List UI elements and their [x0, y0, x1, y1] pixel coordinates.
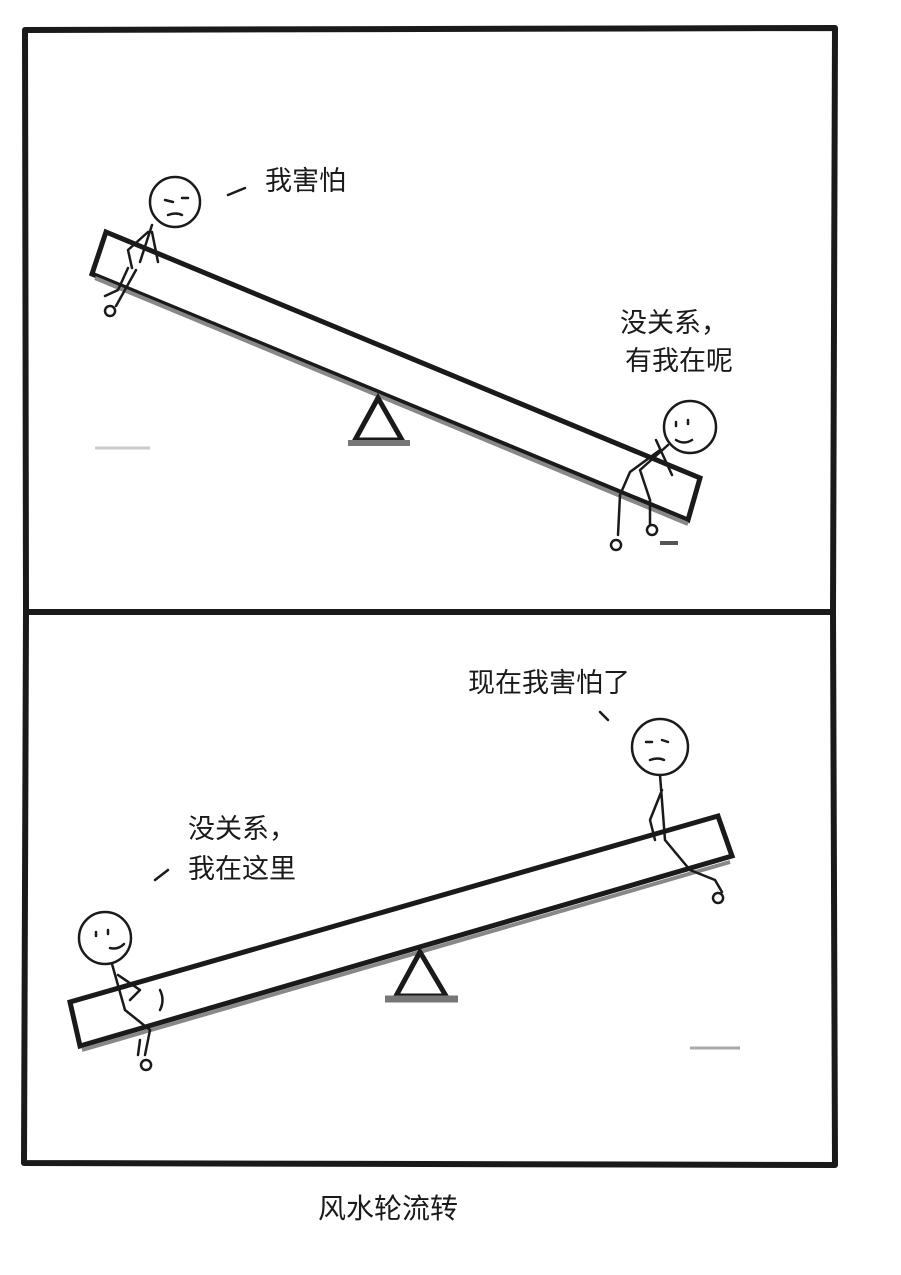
- stick-figure-scared: [103, 175, 202, 318]
- speech-reassure-line-2: 有我在呢: [625, 346, 733, 377]
- speech-tick: [153, 868, 170, 882]
- speech-tick: [226, 186, 247, 197]
- plank-shadow: [94, 276, 689, 526]
- panel-2-border: [21, 609, 838, 1168]
- panel-2: 现在我害怕了 没关系， 我在这里: [21, 609, 838, 1168]
- speech-reassure-line-1: 没关系，: [620, 308, 728, 339]
- stick-figure-calm: [609, 399, 718, 552]
- caption: 风水轮流转: [318, 1192, 458, 1225]
- panel-1: 我害怕 没关系， 有我在呢: [22, 25, 838, 615]
- speech-now-scared: 现在我害怕了: [468, 668, 630, 699]
- stick-figure-calm: [77, 910, 164, 1072]
- seesaw-plank: [88, 228, 704, 524]
- seesaw-plank: [67, 812, 736, 1050]
- stick-figure-scared: [630, 717, 725, 905]
- plank-shadow: [81, 860, 731, 1052]
- speech-reassure-line-1: 没关系，: [188, 814, 296, 845]
- speech-tick: [598, 710, 610, 722]
- speech-reassure-line-2: 我在这里: [188, 854, 296, 885]
- speech-scared: 我害怕: [265, 166, 346, 197]
